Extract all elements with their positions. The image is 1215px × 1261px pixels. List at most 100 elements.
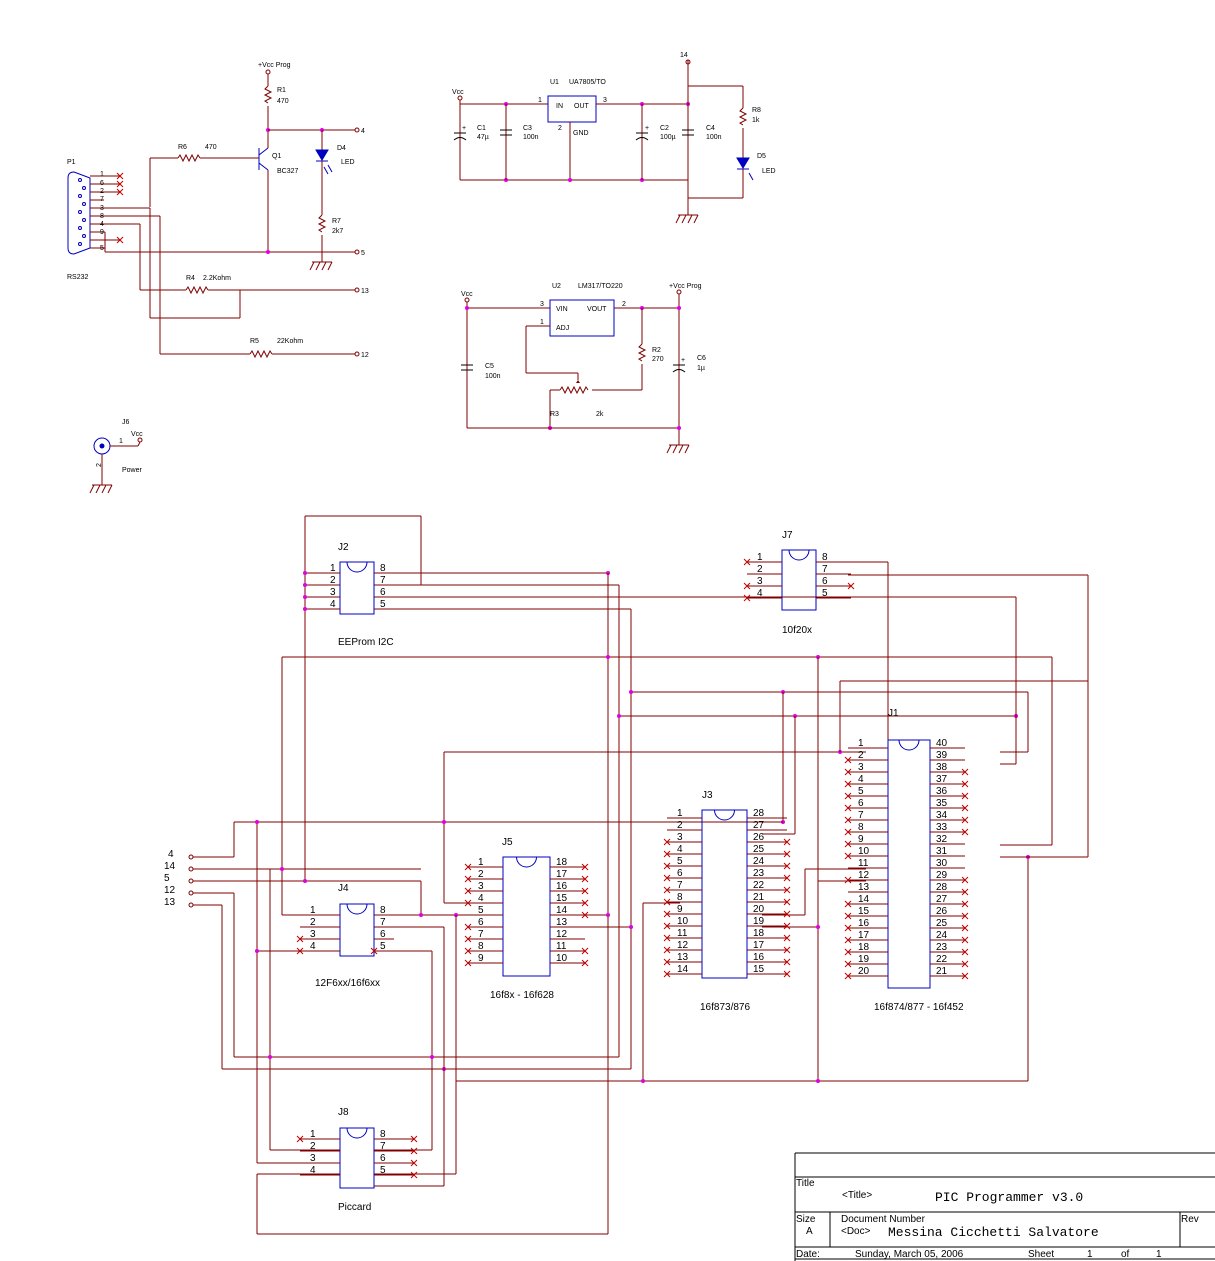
svg-text:1: 1: [100, 171, 104, 178]
j6-pin1: 1: [119, 438, 123, 445]
svg-text:2: 2: [858, 750, 864, 761]
svg-text:5: 5: [478, 905, 484, 916]
r6-label: R6: [178, 144, 187, 151]
left-net-13: 13: [164, 897, 176, 908]
svg-text:8: 8: [380, 563, 386, 574]
c2-label: C2: [660, 125, 669, 132]
c2-capacitor: [635, 132, 649, 141]
svg-text:17: 17: [556, 869, 568, 880]
u1-out-pin: OUT: [574, 103, 590, 110]
c4-value: 100n: [706, 134, 722, 141]
c1-value: 47µ: [477, 134, 489, 141]
svg-text:25: 25: [753, 844, 765, 855]
u1-regulator-section: Vcc IN OUT GND U1 UA7805/TO 1 3 2 + C1 4…: [452, 52, 776, 224]
svg-text:9: 9: [478, 953, 484, 964]
j2-label: J2: [338, 542, 349, 553]
svg-text:10: 10: [556, 953, 568, 964]
j6-label: J6: [122, 419, 130, 426]
u1-gnd-pin: GND: [573, 130, 589, 137]
svg-text:5: 5: [380, 599, 386, 610]
u1-label: U1: [550, 79, 559, 86]
vcc-u1-label: Vcc: [452, 89, 464, 96]
svg-text:3: 3: [310, 1153, 316, 1164]
u2-label: U2: [552, 283, 561, 290]
svg-text:8: 8: [822, 552, 828, 563]
j6-power-jack: J6 1 Vcc 2 Power: [89, 419, 143, 494]
c6-capacitor: [672, 364, 686, 373]
svg-text:27: 27: [936, 894, 948, 905]
svg-text:27: 27: [753, 820, 765, 831]
u1-pin2: 2: [558, 125, 562, 132]
svg-text:22: 22: [753, 880, 765, 891]
left-net-14: 14: [164, 861, 176, 872]
svg-text:4: 4: [757, 588, 763, 599]
svg-text:2: 2: [677, 820, 683, 831]
svg-text:21: 21: [936, 966, 948, 977]
rev-label: Rev: [1181, 1214, 1199, 1225]
ground-symbol-u2: [666, 444, 690, 454]
svg-text:1: 1: [310, 1129, 316, 1140]
u2-regulator: [549, 299, 615, 337]
net14-label-top: 14: [680, 52, 688, 59]
svg-text:8: 8: [858, 822, 864, 833]
svg-text:16: 16: [556, 881, 568, 892]
svg-text:7: 7: [858, 810, 864, 821]
r2-label: R2: [652, 347, 661, 354]
p1-label: P1: [67, 159, 76, 166]
net13-terminal: [354, 287, 360, 293]
svg-text:3: 3: [858, 762, 864, 773]
svg-text:1: 1: [858, 738, 864, 749]
c3-capacitor: [500, 129, 512, 136]
svg-text:35: 35: [936, 798, 948, 809]
svg-text:2: 2: [310, 917, 316, 928]
net13-label: 13: [361, 288, 369, 295]
c1-capacitor: [453, 132, 467, 141]
r6-value: 470: [205, 144, 217, 151]
r1-resistor: [263, 85, 273, 104]
left-net-terminals: [188, 854, 194, 908]
svg-text:3: 3: [677, 832, 683, 843]
d5-led: [736, 157, 750, 169]
date-label: Date:: [796, 1249, 820, 1260]
r7-label: R7: [332, 218, 341, 225]
svg-text:2: 2: [757, 564, 763, 575]
net5-terminal-a: [354, 249, 360, 255]
r5-label: R5: [250, 338, 259, 345]
sheet-label: Sheet: [1028, 1249, 1054, 1260]
p1-pins: 16 27 38 49 5: [90, 171, 160, 252]
j3-name: 16f873/876: [700, 1002, 750, 1013]
net4-terminal-a: [354, 127, 360, 133]
svg-text:23: 23: [753, 868, 765, 879]
r2-resistor: [637, 343, 647, 362]
j2-name: EEProm I2C: [338, 637, 394, 648]
svg-text:39: 39: [936, 750, 948, 761]
vcc-u2-label: Vcc: [461, 291, 473, 298]
svg-text:9: 9: [677, 904, 683, 915]
j4-label: J4: [338, 883, 349, 894]
svg-text:5: 5: [677, 856, 683, 867]
svg-text:30: 30: [936, 858, 948, 869]
svg-text:20: 20: [858, 966, 870, 977]
r8-value: 1k: [752, 117, 760, 124]
r8-resistor: [738, 107, 748, 126]
svg-text:32: 32: [936, 834, 948, 845]
u2-pin3: 3: [540, 301, 544, 308]
svg-text:22: 22: [936, 954, 948, 965]
u1-pin1: 1: [538, 97, 542, 104]
u2-pin2: 2: [622, 301, 626, 308]
u2-pin1: 1: [540, 319, 544, 326]
d4-led: [315, 149, 329, 161]
svg-text:3: 3: [478, 881, 484, 892]
svg-text:4: 4: [330, 599, 336, 610]
svg-text:16: 16: [753, 952, 765, 963]
svg-text:23: 23: [936, 942, 948, 953]
svg-text:10: 10: [677, 916, 689, 927]
svg-text:17: 17: [753, 940, 765, 951]
svg-text:5: 5: [380, 941, 386, 952]
svg-text:7: 7: [677, 880, 683, 891]
j4-name: 12F6xx/16f6xx: [315, 978, 380, 989]
svg-text:3: 3: [757, 576, 763, 587]
svg-text:4: 4: [310, 1165, 316, 1176]
